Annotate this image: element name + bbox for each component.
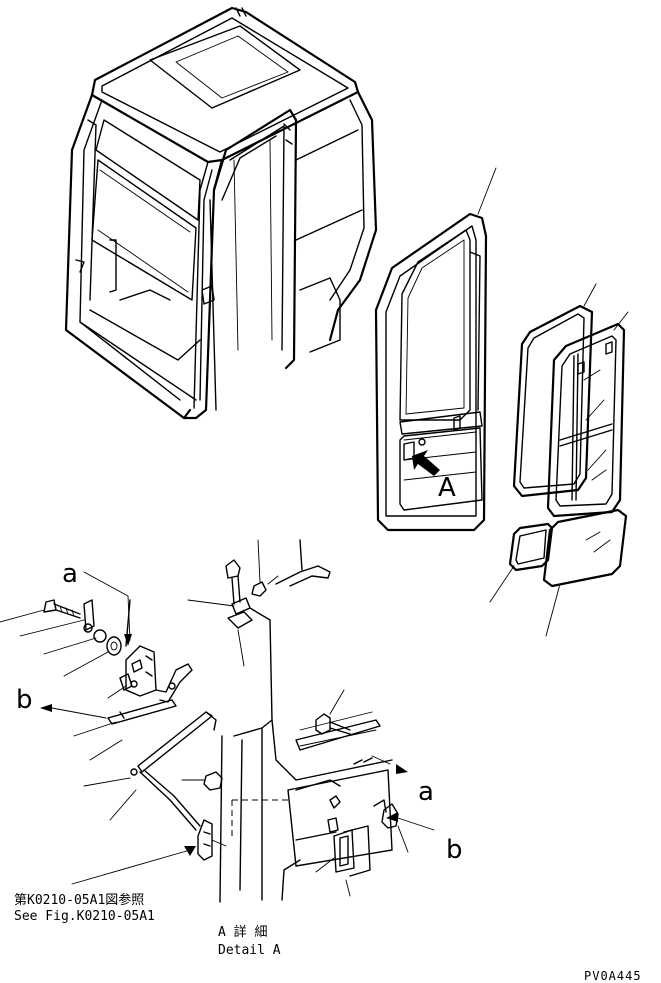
cab-door xyxy=(374,167,497,532)
door-lock-parts xyxy=(0,539,435,903)
door-glass-assembly xyxy=(489,283,629,637)
drawing-code: PV0A445 xyxy=(584,969,642,983)
callout-b-left: b xyxy=(16,685,33,715)
detail-label-jp: A 詳 細 xyxy=(218,924,267,940)
callout-view-a: A xyxy=(438,473,456,503)
reference-jp: 第K0210-05A1図参照 xyxy=(14,892,144,908)
view-arrow xyxy=(412,450,440,476)
reference-en: See Fig.K0210-05A1 xyxy=(14,909,155,924)
callout-a-top: a xyxy=(62,559,78,589)
callout-a-right: a xyxy=(418,777,434,807)
detail-label-en: Detail A xyxy=(218,943,281,958)
cab-frame xyxy=(64,6,378,420)
callout-b-right: b xyxy=(446,835,463,865)
